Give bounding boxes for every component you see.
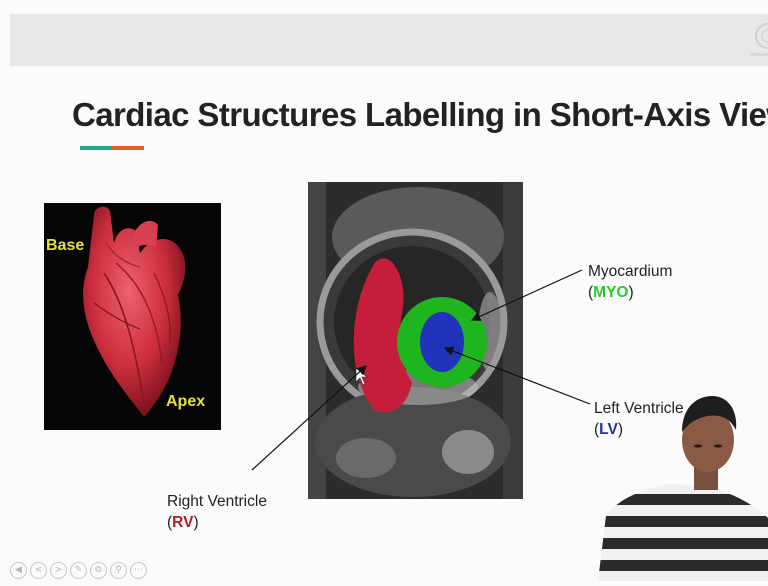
mri-short-axis-image [308, 182, 523, 499]
right-ventricle-callout: Right Ventricle (RV) [167, 491, 267, 533]
header-band [10, 14, 768, 66]
title-accent-teal [80, 146, 112, 150]
right-ventricle-abbr: RV [172, 514, 193, 531]
title-accent-orange [112, 146, 144, 150]
right-ventricle-name: Right Ventricle [167, 491, 267, 512]
presenter-video [598, 388, 768, 581]
zoom-icon[interactable]: ⚲ [110, 562, 127, 579]
more-icon[interactable]: ⋯ [130, 562, 147, 579]
institute-logo [748, 18, 768, 66]
myocardium-name: Myocardium [588, 261, 672, 282]
heart-illustration: Base Apex [44, 203, 221, 430]
apex-label: Apex [166, 393, 205, 411]
first-icon[interactable]: ◀ [10, 562, 27, 579]
base-label: Base [46, 237, 84, 255]
copy-icon[interactable]: ⧉ [90, 562, 107, 579]
pen-icon[interactable]: ✎ [70, 562, 87, 579]
myocardium-callout: Myocardium (MYO) [588, 261, 672, 303]
myocardium-abbr: MYO [593, 284, 628, 301]
previous-icon[interactable]: < [30, 562, 47, 579]
slide-navigation: ◀ < > ✎ ⧉ ⚲ ⋯ [10, 562, 147, 580]
slide-title: Cardiac Structures Labelling in Short-Ax… [72, 96, 768, 134]
next-icon[interactable]: > [50, 562, 67, 579]
